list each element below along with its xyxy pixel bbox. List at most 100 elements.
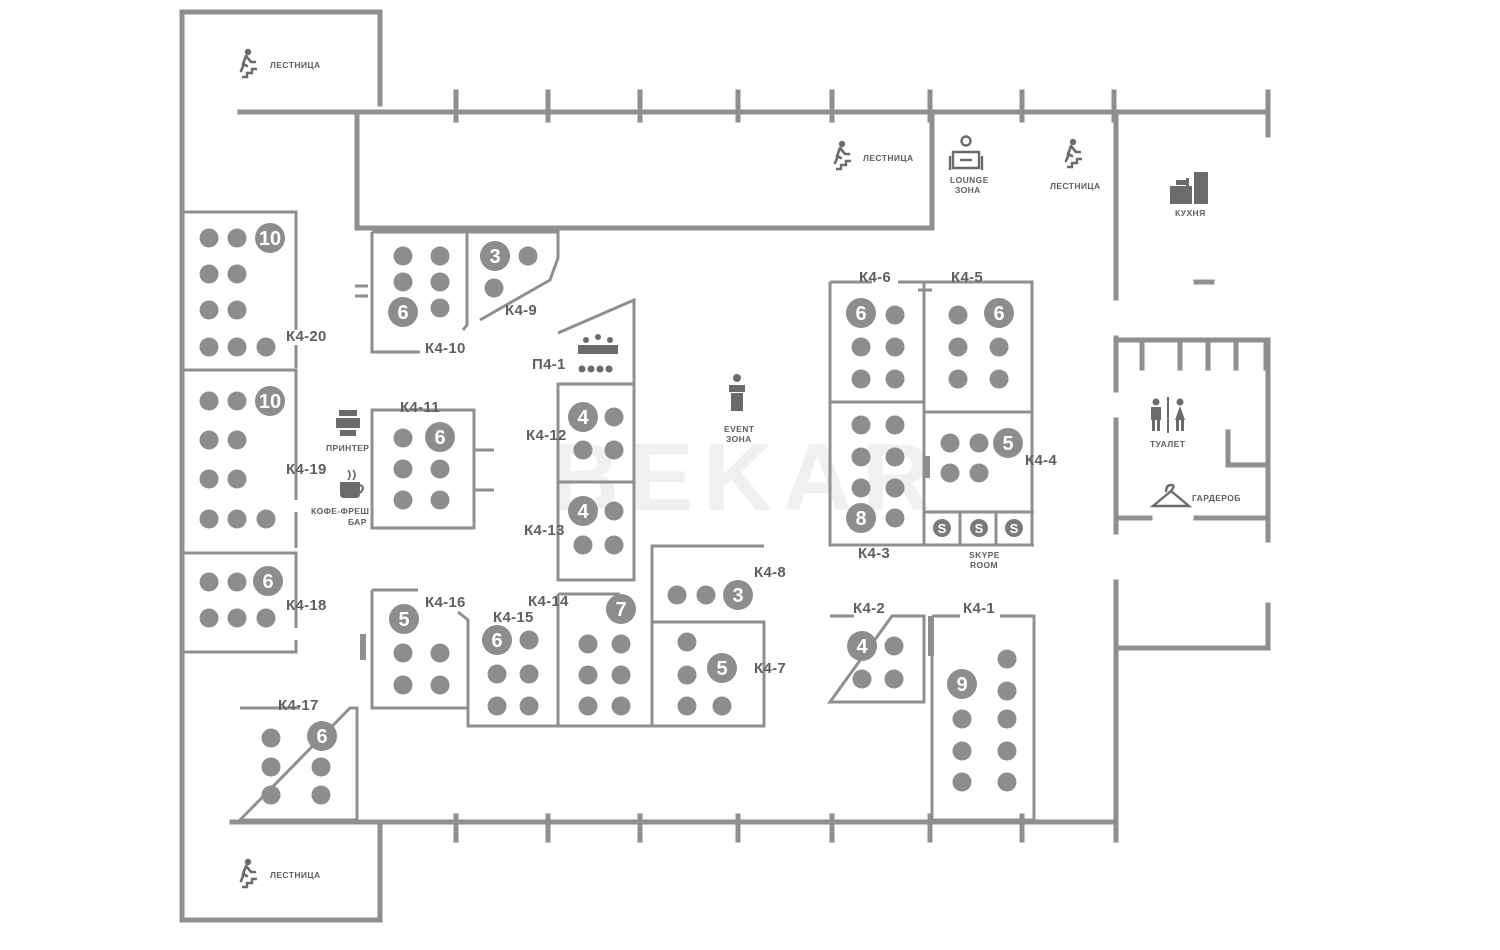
workstation-seat[interactable]: [573, 535, 593, 555]
stairs-right[interactable]: ЛЕСТНИЦА: [1050, 137, 1101, 191]
room-label-K4-10[interactable]: К4-10: [425, 340, 466, 357]
workstation-seat[interactable]: [851, 447, 871, 467]
workstation-seat[interactable]: [518, 246, 538, 266]
workstation-seat[interactable]: [393, 428, 413, 448]
workstation-seat[interactable]: [578, 634, 598, 654]
room-label-P4-1[interactable]: П4-1: [532, 356, 566, 373]
printer[interactable]: ПРИНТЕР: [326, 410, 369, 453]
room-label-K4-1[interactable]: К4-1: [963, 600, 995, 617]
workstation-seat[interactable]: [573, 440, 593, 460]
room-label-K4-18[interactable]: К4-18: [286, 597, 327, 614]
workstation-seat[interactable]: [677, 696, 697, 716]
event-zone[interactable]: EVENT ЗОНА: [724, 374, 755, 444]
workstation-seat[interactable]: [261, 757, 281, 777]
workstation-seat[interactable]: [578, 665, 598, 685]
workstation-seat[interactable]: [997, 649, 1017, 669]
room-label-K4-5[interactable]: К4-5: [951, 269, 983, 286]
workstation-seat[interactable]: [199, 608, 219, 628]
workstation-seat[interactable]: [677, 632, 697, 652]
workstation-seat[interactable]: [969, 463, 989, 483]
workstation-seat[interactable]: [677, 665, 697, 685]
workstation-seat[interactable]: [851, 369, 871, 389]
workstation-seat[interactable]: [393, 675, 413, 695]
workstation-seat[interactable]: [997, 709, 1017, 729]
workstation-seat[interactable]: [487, 664, 507, 684]
workstation-seat[interactable]: [199, 264, 219, 284]
workstation-seat[interactable]: [940, 433, 960, 453]
workstation-seat[interactable]: [430, 246, 450, 266]
room-label-K4-14[interactable]: К4-14: [528, 593, 569, 610]
workstation-seat[interactable]: [997, 681, 1017, 701]
workstation-seat[interactable]: [199, 572, 219, 592]
workstation-seat[interactable]: [885, 508, 905, 528]
workstation-seat[interactable]: [430, 459, 450, 479]
workstation-seat[interactable]: [948, 305, 968, 325]
room-label-K4-4[interactable]: К4-4: [1025, 452, 1057, 469]
workstation-seat[interactable]: [604, 535, 624, 555]
workstation-seat[interactable]: [393, 490, 413, 510]
workstation-seat[interactable]: [256, 337, 276, 357]
workstation-seat[interactable]: [989, 369, 1009, 389]
workstation-seat[interactable]: [199, 337, 219, 357]
workstation-seat[interactable]: [227, 264, 247, 284]
workstation-seat[interactable]: [227, 572, 247, 592]
room-label-K4-16[interactable]: К4-16: [425, 594, 466, 611]
workstation-seat[interactable]: [667, 585, 687, 605]
workstation-seat[interactable]: [885, 369, 905, 389]
workstation-seat[interactable]: [997, 772, 1017, 792]
workstation-seat[interactable]: [696, 585, 716, 605]
room-label-K4-20[interactable]: К4-20: [286, 328, 327, 345]
workstation-seat[interactable]: [611, 665, 631, 685]
workstation-seat[interactable]: [199, 430, 219, 450]
workstation-seat[interactable]: [611, 696, 631, 716]
workstation-seat[interactable]: [884, 636, 904, 656]
workstation-seat[interactable]: [519, 630, 539, 650]
workstation-seat[interactable]: [227, 608, 247, 628]
room-label-K4-8[interactable]: К4-8: [754, 564, 786, 581]
toilet[interactable]: ТУАЛЕТ: [1150, 397, 1186, 449]
workstation-seat[interactable]: [227, 430, 247, 450]
workstation-seat[interactable]: [885, 305, 905, 325]
workstation-seat[interactable]: [256, 608, 276, 628]
room-label-K4-6[interactable]: К4-6: [859, 269, 891, 286]
workstation-seat[interactable]: [519, 696, 539, 716]
workstation-seat[interactable]: [227, 300, 247, 320]
room-label-K4-7[interactable]: К4-7: [754, 660, 786, 677]
workstation-seat[interactable]: [393, 643, 413, 663]
workstation-seat[interactable]: [852, 669, 872, 689]
room-label-K4-19[interactable]: К4-19: [286, 461, 327, 478]
workstation-seat[interactable]: [851, 478, 871, 498]
workstation-seat[interactable]: [851, 415, 871, 435]
room-label-K4-3[interactable]: К4-3: [858, 545, 890, 562]
workstation-seat[interactable]: [885, 415, 905, 435]
coffee-bar[interactable]: КОФЕ-ФРЕШ БАР: [311, 469, 369, 527]
room-label-K4-15[interactable]: К4-15: [493, 609, 534, 626]
room-label-K4-13[interactable]: К4-13: [524, 522, 565, 539]
workstation-seat[interactable]: [227, 509, 247, 529]
workstation-seat[interactable]: [940, 463, 960, 483]
workstation-seat[interactable]: [430, 675, 450, 695]
skype-room[interactable]: S S S SKYPE ROOM: [933, 519, 1023, 570]
room-label-K4-11[interactable]: К4-11: [400, 399, 440, 416]
workstation-seat[interactable]: [393, 272, 413, 292]
stairs-mid[interactable]: ЛЕСТНИЦА: [833, 139, 914, 171]
workstation-seat[interactable]: [199, 228, 219, 248]
workstation-seat[interactable]: [885, 337, 905, 357]
workstation-seat[interactable]: [430, 643, 450, 663]
room-label-K4-17[interactable]: К4-17: [278, 697, 319, 714]
workstation-seat[interactable]: [885, 478, 905, 498]
workstation-seat[interactable]: [199, 509, 219, 529]
wardrobe[interactable]: ГАРДЕРОБ: [1149, 483, 1241, 508]
workstation-seat[interactable]: [199, 391, 219, 411]
workstation-seat[interactable]: [948, 369, 968, 389]
lounge-zone[interactable]: LOUNGE ЗОНА: [948, 135, 989, 196]
workstation-seat[interactable]: [604, 440, 624, 460]
workstation-seat[interactable]: [712, 696, 732, 716]
workstation-seat[interactable]: [430, 490, 450, 510]
workstation-seat[interactable]: [884, 669, 904, 689]
kitchen[interactable]: КУХНЯ: [1170, 172, 1208, 218]
workstation-seat[interactable]: [256, 509, 276, 529]
workstation-seat[interactable]: [851, 337, 871, 357]
workstation-seat[interactable]: [948, 337, 968, 357]
workstation-seat[interactable]: [311, 757, 331, 777]
